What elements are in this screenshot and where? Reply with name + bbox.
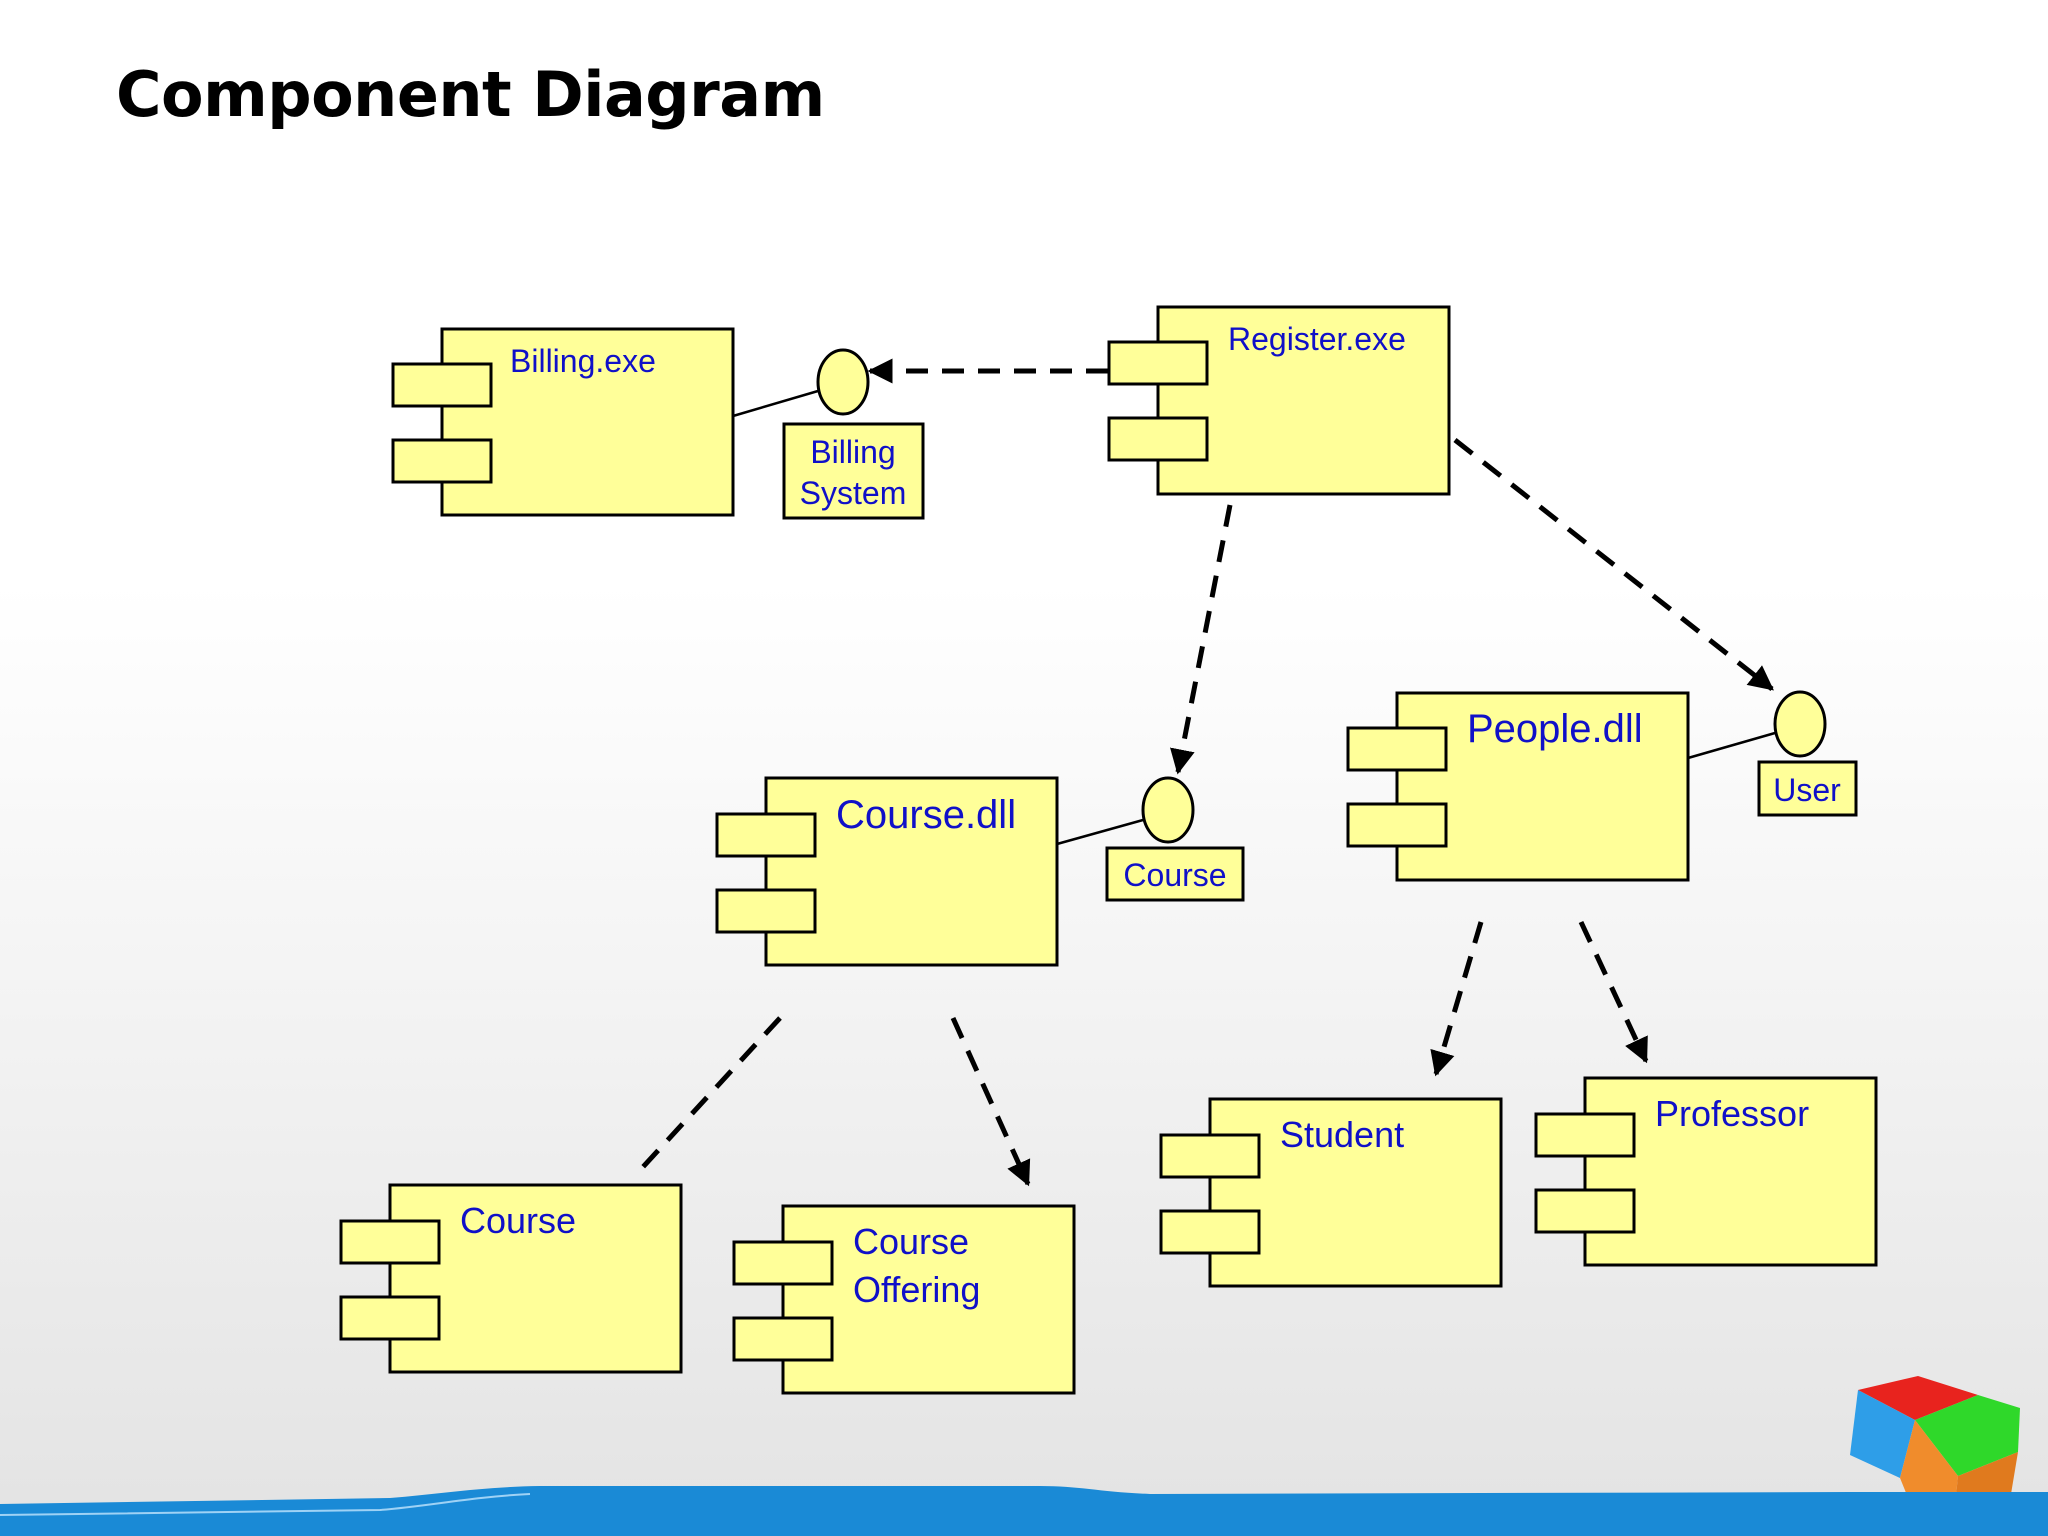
dependency-course-dll-to-course — [642, 1018, 780, 1168]
component-professor: Professor — [1536, 1078, 1876, 1265]
component-student: Student — [1161, 1099, 1501, 1286]
interface-label: User — [1773, 772, 1841, 808]
dependency-people-dll-to-student — [1436, 922, 1481, 1074]
component-course-offering: Course Offering — [734, 1206, 1074, 1393]
component-label: Course — [460, 1200, 576, 1241]
interface-label: Course — [1123, 857, 1226, 893]
footer-band — [0, 1486, 2048, 1536]
dependency-register-to-course-interface — [1178, 505, 1230, 772]
component-label: Offering — [853, 1269, 980, 1310]
dependency-people-dll-to-professor — [1581, 922, 1646, 1061]
dependency-register-to-user-interface — [1455, 440, 1772, 689]
component-label: Student — [1280, 1114, 1404, 1155]
interface-user: User — [1759, 692, 1856, 815]
component-label: People.dll — [1467, 707, 1643, 751]
component-label: Course.dll — [836, 793, 1016, 837]
component-billing-exe: Billing.exe — [393, 329, 733, 515]
interface-label: Billing — [810, 434, 895, 470]
component-label: Billing.exe — [510, 343, 656, 379]
component-label: Professor — [1655, 1093, 1809, 1134]
component-course: Course — [341, 1185, 681, 1372]
component-people-dll: People.dll — [1348, 693, 1688, 880]
component-label: Course — [853, 1221, 969, 1262]
interface-billing-system: Billing System — [784, 350, 923, 518]
component-label: Register.exe — [1228, 321, 1406, 357]
interface-course: Course — [1107, 778, 1243, 900]
dependency-course-dll-to-course-offering — [953, 1018, 1028, 1184]
component-register-exe: Register.exe — [1109, 307, 1449, 494]
component-course-dll: Course.dll — [717, 778, 1057, 965]
interface-label: System — [800, 475, 907, 511]
